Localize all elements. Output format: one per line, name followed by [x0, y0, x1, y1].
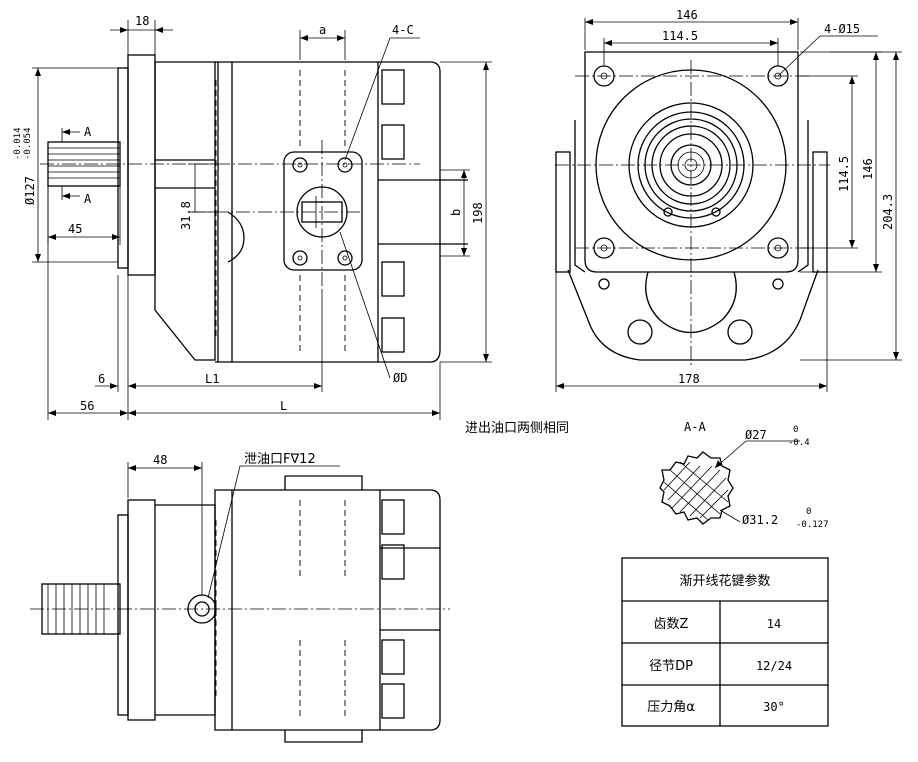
dim-phi27-upper: 0: [793, 425, 798, 435]
dim-48: 48: [153, 453, 167, 467]
section-a-top: A: [84, 125, 92, 139]
right-port-stub: [812, 151, 828, 273]
bottom-view: [30, 475, 450, 743]
row-label-pressure-angle: 压力角α: [647, 700, 695, 715]
dim-146-side: 146: [861, 158, 875, 180]
row-label-teeth: 齿数Z: [654, 617, 689, 632]
dim-198: 198: [471, 202, 485, 224]
rear-slots: [381, 69, 405, 353]
table-title: 渐开线花键参数: [679, 573, 770, 589]
left-port-stub: [555, 151, 571, 273]
dim-127: Ø127: [23, 176, 37, 205]
end-dim-text: 146 114.5 4-Ø15 114.5 146 204.3 178: [662, 8, 895, 386]
dim-phi31-2-lower: -0.127: [796, 520, 829, 530]
row-value-pressure-angle: 30°: [763, 700, 785, 714]
front-dimensions: [32, 20, 492, 420]
dim-18: 18: [135, 14, 149, 28]
row-value-teeth: 14: [767, 617, 781, 631]
dim-45: 45: [68, 222, 82, 236]
ports-note: 进出油口两侧相同: [465, 421, 569, 436]
end-view: [555, 51, 830, 368]
hidden-lines: [215, 70, 346, 355]
dim-114-5-top: 114.5: [662, 29, 698, 43]
lower-hole-left: [627, 319, 653, 345]
dim-phi-d: ØD: [393, 371, 407, 385]
dim-114-5-side: 114.5: [837, 156, 851, 192]
section-hatch: [663, 461, 729, 521]
section-a-a: A-A Ø27 0 -0.4 Ø31.2 0 -0.127: [659, 420, 829, 530]
lower-body: [567, 269, 819, 361]
front-view: [40, 54, 468, 363]
spline-section: [659, 451, 734, 525]
front-arrows: [35, 27, 489, 416]
dim-phi31-2: Ø31.2: [742, 513, 778, 527]
drain-label: 泄油口F∇12: [244, 452, 316, 467]
spline-table: 渐开线花键参数 齿数Z 14 径节DP 12/24 压力角α 30°: [621, 557, 829, 727]
tol-lower: -0.054: [23, 127, 33, 160]
end-dimensions: [555, 18, 902, 392]
shaft-splines: [48, 147, 120, 179]
body-outline: [574, 120, 809, 273]
dim-178: 178: [678, 372, 700, 386]
port-flange: [283, 151, 363, 271]
row-value-dp: 12/24: [756, 659, 792, 673]
dim-4-phi15: 4-Ø15: [824, 22, 860, 36]
section-a-bottom: A: [84, 192, 92, 206]
dim-31-8: 31.8: [179, 201, 193, 230]
square-flange: [584, 51, 799, 273]
port-bolt-holes: [292, 157, 353, 266]
boss: [227, 211, 245, 263]
dim-b: b: [449, 209, 463, 216]
dim-phi27-lower: -0.4: [788, 438, 810, 448]
mounting-flange: [127, 54, 156, 276]
dim-phi31-2-upper: 0: [806, 507, 811, 517]
dim-4c: 4-C: [392, 23, 414, 37]
bottom-arrows: [128, 465, 202, 471]
dim-6: 6: [98, 372, 105, 386]
rear-cover: [378, 61, 441, 363]
bottom-dimensions: [127, 462, 340, 599]
row-label-dp: 径节DP: [649, 659, 693, 674]
dim-l1: L1: [205, 372, 219, 386]
dim-146-top: 146: [676, 8, 698, 22]
dim-56: 56: [80, 399, 94, 413]
tol-upper: -0.014: [13, 127, 23, 160]
dim-l: L: [280, 399, 287, 413]
dim-phi27: Ø27: [745, 428, 767, 442]
lower-housing: [645, 271, 737, 333]
front-dim-text: 18 a 4-C -0.014 -0.054 Ø127 A A 45 31.8 …: [13, 14, 485, 413]
main-body: [215, 61, 379, 363]
table-frame: [621, 557, 829, 727]
end-arrows: [556, 19, 899, 389]
dim-a: a: [319, 23, 326, 37]
dim-204-3: 204.3: [881, 194, 895, 230]
lower-hole-right: [727, 319, 753, 345]
section-title: A-A: [684, 420, 706, 434]
